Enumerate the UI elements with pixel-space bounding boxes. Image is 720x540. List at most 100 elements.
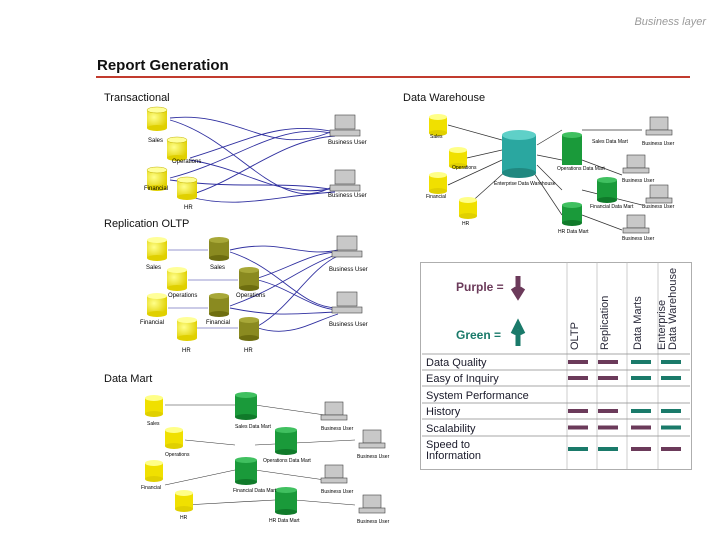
db-sales-replica xyxy=(209,237,229,261)
label-business-user: Business User xyxy=(622,236,655,242)
label-business-user: Business User xyxy=(328,140,367,146)
label-operations: Operations xyxy=(452,165,477,171)
db-enterprise-dw xyxy=(502,130,536,178)
db-hr xyxy=(175,490,193,512)
matrix-mark-purple xyxy=(598,376,618,380)
matrix-mark-green xyxy=(661,376,681,380)
section-label-replication: Replication OLTP xyxy=(104,218,190,230)
matrix-mark-green xyxy=(631,409,651,413)
matrix-column-header: Data Marts xyxy=(632,296,644,350)
label-sales-data-mart: Sales Data Mart xyxy=(592,139,628,145)
db-operations xyxy=(165,427,183,449)
db-financial-mart xyxy=(597,177,617,203)
label-sales: Sales xyxy=(430,134,443,140)
label-operations-data-mart: Operations Data Mart xyxy=(263,458,311,464)
matrix-row-label: System Performance xyxy=(426,390,529,402)
computer-icon xyxy=(331,235,363,258)
title-rule xyxy=(96,76,690,78)
matrix-mark-purple xyxy=(631,447,651,451)
db-hr xyxy=(459,197,477,219)
matrix-mark-green xyxy=(661,360,681,364)
computer-icon xyxy=(645,184,673,204)
legend-purple-label: Purple = xyxy=(456,280,504,294)
computer-icon xyxy=(358,494,386,514)
db-operations xyxy=(449,147,467,169)
label-business-user: Business User xyxy=(642,204,675,210)
matrix-mark-green xyxy=(661,409,681,413)
label-hr: HR xyxy=(180,515,188,521)
section-label-transactional: Transactional xyxy=(104,92,170,104)
db-hr-mart xyxy=(562,202,582,226)
matrix-row-label: Easy of Inquiry xyxy=(426,373,499,385)
data-mart-diagram: Sales Operations Financial HR Sales Data… xyxy=(141,392,390,525)
label-business-user: Business User xyxy=(357,519,390,525)
label-business-user: Business User xyxy=(622,178,655,184)
label-financial: Financial xyxy=(426,194,446,200)
label-financial-data-mart: Financial Data Mart xyxy=(590,204,634,210)
matrix-mark-purple xyxy=(568,376,588,380)
db-financial-mart xyxy=(235,457,257,485)
matrix-mark-purple xyxy=(568,360,588,364)
section-label-data-mart: Data Mart xyxy=(104,373,153,385)
down-arrow-icon xyxy=(510,276,526,301)
data-warehouse-diagram: Sales Operations Financial HR Enterprise… xyxy=(426,114,675,242)
label-financial: Financial xyxy=(140,320,164,326)
db-operations xyxy=(167,267,187,291)
db-sales xyxy=(146,106,168,131)
matrix-column-header: EnterpriseData Warehouse xyxy=(656,268,679,350)
label-enterprise-dw: Enterprise Data Warehouse xyxy=(494,181,556,187)
matrix-mark-purple xyxy=(598,409,618,413)
label-sales-data-mart: Sales Data Mart xyxy=(235,424,271,430)
computer-icon xyxy=(622,214,650,234)
matrix-mark-purple xyxy=(598,360,618,364)
db-operations-replica xyxy=(239,267,259,291)
header-tag: Business layer xyxy=(634,16,706,28)
up-arrow-icon xyxy=(510,318,526,346)
matrix-row-label: Scalability xyxy=(426,423,476,435)
db-financial xyxy=(147,293,167,317)
db-sales xyxy=(429,114,447,136)
label-business-user: Business User xyxy=(329,267,368,273)
label-business-user: Business User xyxy=(328,193,367,199)
matrix-mark-purple xyxy=(631,425,651,430)
db-hr xyxy=(176,176,198,200)
label-operations: Operations xyxy=(236,293,265,299)
matrix-mark-purple xyxy=(661,447,681,451)
computer-icon xyxy=(645,116,673,136)
matrix-mark-green xyxy=(631,376,651,380)
transactional-diagram: Sales Operations Financial HR Business U… xyxy=(144,106,367,211)
db-sales xyxy=(145,395,163,417)
matrix-row-label: Data Quality xyxy=(426,357,487,369)
label-business-user: Business User xyxy=(642,141,675,147)
label-hr: HR xyxy=(244,348,253,354)
label-hr: HR xyxy=(182,348,191,354)
label-hr-data-mart: HR Data Mart xyxy=(269,518,300,524)
db-financial xyxy=(146,166,168,191)
label-operations: Operations xyxy=(172,159,201,165)
db-operations-mart xyxy=(275,427,297,455)
matrix-mark-green xyxy=(661,425,681,430)
computer-icon xyxy=(622,154,650,174)
label-business-user: Business User xyxy=(357,454,390,460)
matrix-column-header: Replication xyxy=(599,296,611,350)
label-business-user: Business User xyxy=(321,489,354,495)
db-financial xyxy=(429,172,447,194)
matrix-mark-green xyxy=(568,447,588,451)
label-hr: HR xyxy=(184,205,193,211)
matrix-mark-green xyxy=(598,447,618,451)
label-financial: Financial xyxy=(141,485,161,491)
section-label-data-warehouse: Data Warehouse xyxy=(403,92,486,104)
replication-diagram: Sales Sales Operations Operations Financ… xyxy=(140,235,368,354)
db-sales-mart xyxy=(235,392,257,420)
label-hr: HR xyxy=(462,221,470,227)
label-financial-data-mart: Financial Data Mart xyxy=(233,488,277,494)
label-financial: Financial xyxy=(206,320,230,326)
matrix-column-header: OLTP xyxy=(569,322,581,350)
label-business-user: Business User xyxy=(321,426,354,432)
db-financial-replica xyxy=(209,293,229,317)
matrix-mark-purple xyxy=(568,425,588,430)
label-sales: Sales xyxy=(148,138,163,144)
label-operations: Operations xyxy=(165,452,190,458)
